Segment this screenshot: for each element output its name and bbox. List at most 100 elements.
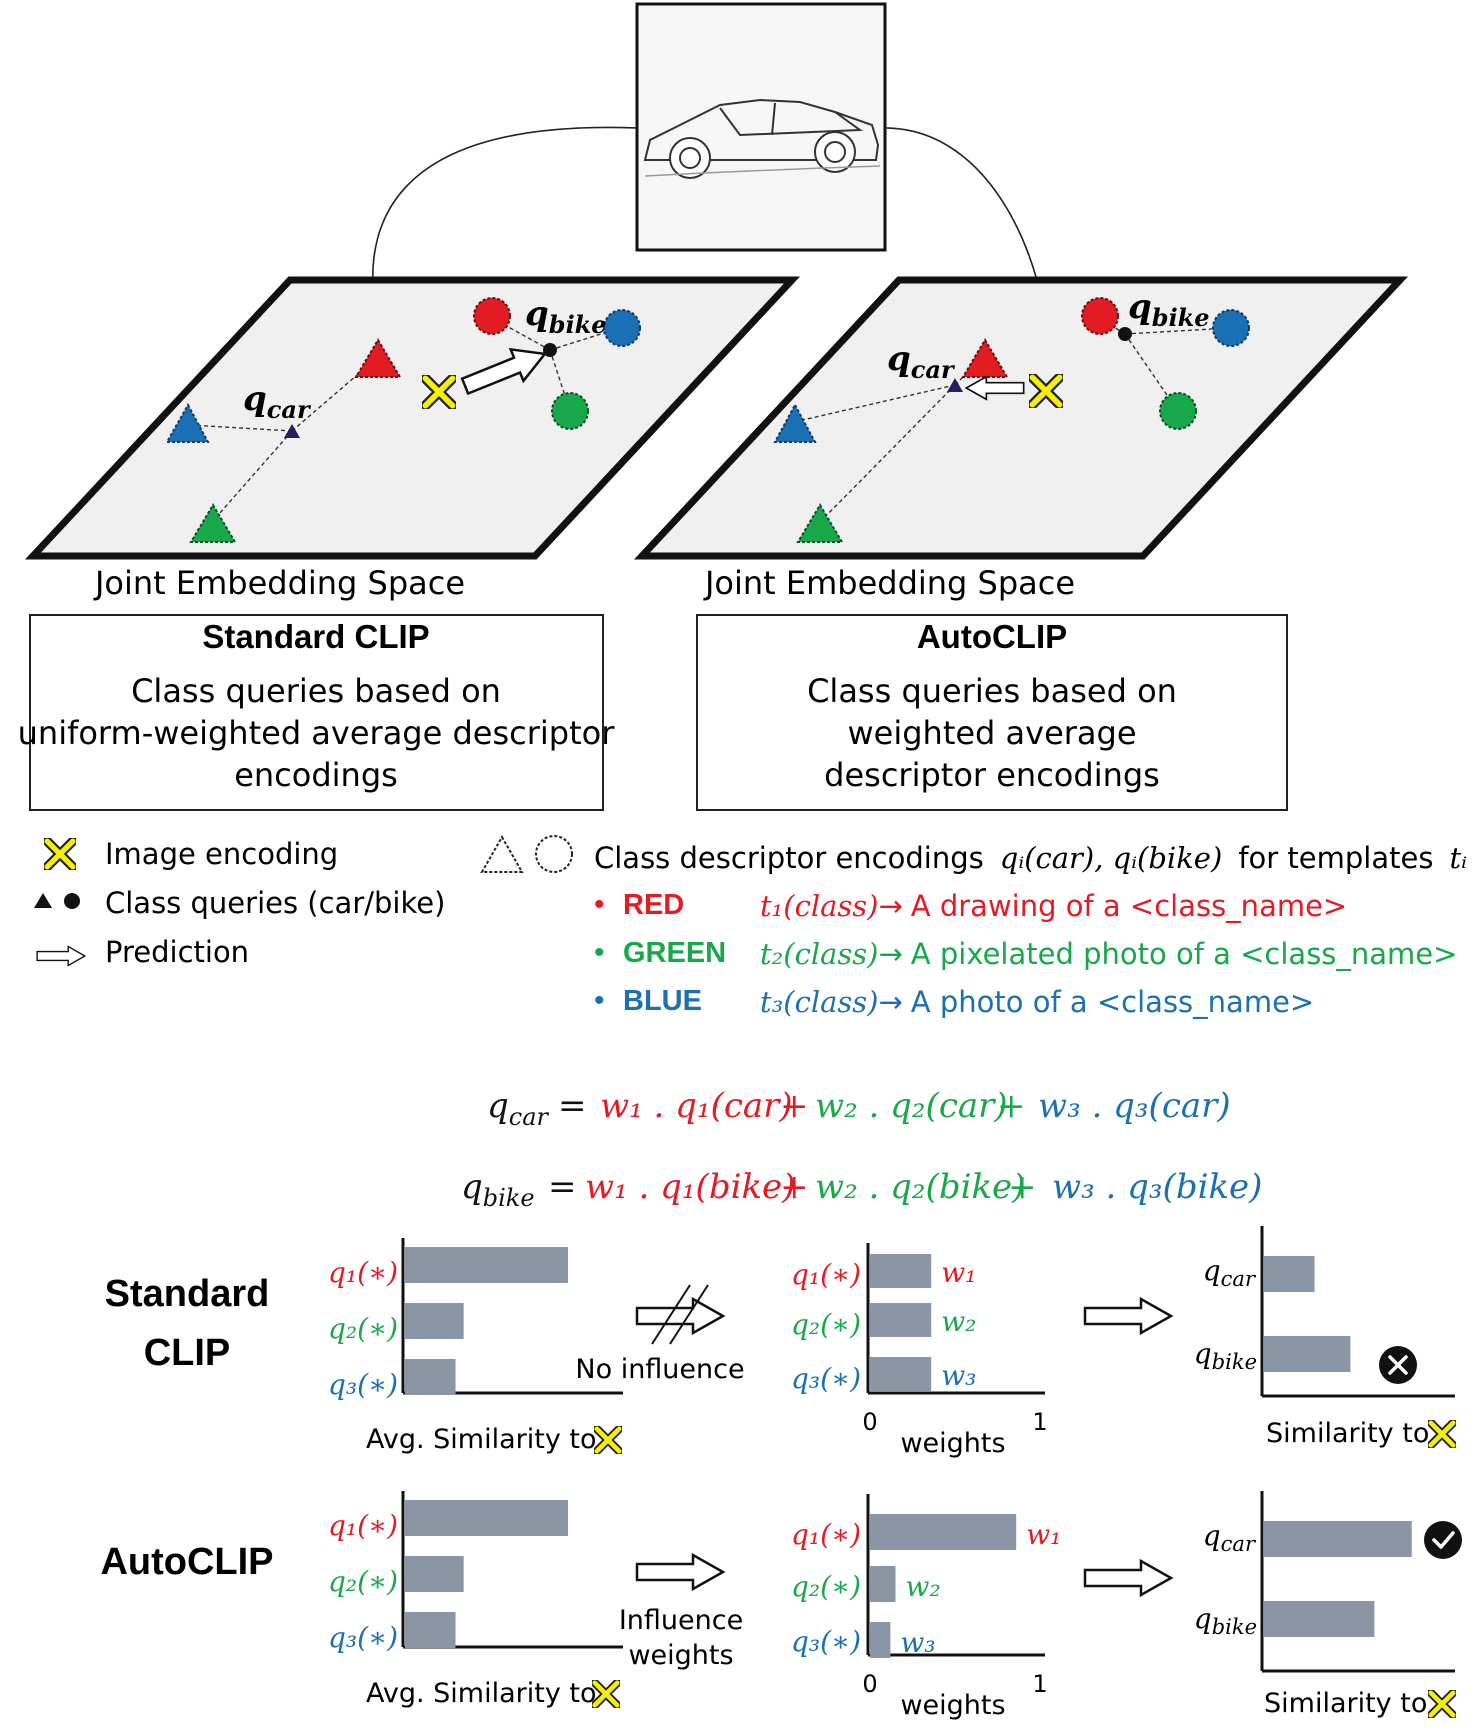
- svg-text:Influence: Influence: [619, 1605, 743, 1636]
- svg-text:uniform-weighted average descr: uniform-weighted average descriptor: [18, 714, 616, 752]
- legend-prediction: Prediction: [105, 935, 249, 969]
- descriptor-triangle-icon: [480, 834, 524, 873]
- circle-green: [1159, 392, 1197, 430]
- legend-class-queries: Class queries (car/bike): [105, 886, 445, 920]
- svg-text:weights: weights: [900, 1428, 1005, 1459]
- svg-text:w₃ . q₃(bike): w₃ . q₃(bike): [1052, 1167, 1262, 1207]
- svg-text:Standard CLIP: Standard CLIP: [202, 618, 429, 655]
- svg-text:RED: RED: [623, 889, 684, 921]
- car-sketch-icon: [643, 98, 881, 179]
- chart-bar: [870, 1357, 932, 1391]
- svg-text:qbike: qbike: [1194, 1602, 1257, 1639]
- svg-text:qbike: qbike: [461, 1167, 535, 1212]
- svg-text:t₂(class)→A pixelated photo of: t₂(class)→A pixelated photo of a <class_…: [760, 937, 1457, 971]
- svg-text:+: +: [780, 1086, 809, 1126]
- chart-bar: [1264, 1521, 1412, 1557]
- triangle-red: [354, 338, 402, 378]
- svg-text:w₂: w₂: [906, 1570, 941, 1603]
- circle-red: [473, 297, 511, 335]
- svg-text:Class descriptor encodings: Class descriptor encodings qᵢ(car), qᵢ(b…: [594, 841, 1475, 875]
- chart-bar: [1264, 1601, 1375, 1637]
- chart-bar: [405, 1500, 568, 1536]
- template-red: • RED t₁(class)→A drawing of a <class_na…: [594, 888, 1347, 923]
- svg-text:q₃(∗): q₃(∗): [328, 1621, 398, 1654]
- circle-blue: [603, 309, 641, 347]
- no-influence-arrow: No influence: [575, 1284, 745, 1385]
- image-encoding-icon: [595, 1683, 617, 1705]
- image-encoding-icon: [1431, 1693, 1453, 1715]
- auto-similarity-chart: qcar qbike Similarity to: [1194, 1491, 1462, 1719]
- chart-bar: [870, 1566, 896, 1602]
- svg-text:=: =: [558, 1086, 587, 1126]
- prediction-arrow-icon: [36, 945, 86, 967]
- chart-bar: [1264, 1336, 1351, 1372]
- input-image: [635, 2, 887, 252]
- triangle-blue: [773, 402, 817, 443]
- svg-text:q₃(∗): q₃(∗): [791, 1625, 861, 1658]
- svg-text:q₂(∗): q₂(∗): [328, 1312, 398, 1345]
- svg-text:qbike: qbike: [525, 294, 607, 339]
- svg-text:BLUE: BLUE: [623, 985, 702, 1017]
- chart-bar: [405, 1612, 456, 1648]
- chart-bar: [870, 1303, 932, 1337]
- triangle-green: [189, 503, 237, 543]
- chart-bar: [1264, 1256, 1315, 1292]
- auto-weights-chart: q₁(∗) q₂(∗) q₃(∗) w₁ w₂ w₃ 0 1 weights: [791, 1494, 1061, 1721]
- svg-text:w₂: w₂: [941, 1305, 976, 1338]
- chart-bar: [405, 1247, 568, 1283]
- svg-text:•: •: [594, 984, 605, 1017]
- circle-red: [1081, 297, 1119, 335]
- row-label-standard-2: CLIP: [144, 1332, 231, 1374]
- svg-text:Class queries based on: Class queries based on: [807, 672, 1177, 710]
- legend-image-encoding: Image encoding: [105, 837, 338, 871]
- std-similarity-chart: qcar qbike Similarity to: [1194, 1226, 1455, 1449]
- svg-text:t₃(class)→A photo of a <class_: t₃(class)→A photo of a <class_name>: [760, 985, 1314, 1019]
- svg-text:q₁(∗): q₁(∗): [791, 1518, 861, 1551]
- chart-bar: [405, 1303, 464, 1339]
- svg-text:1: 1: [1032, 1408, 1047, 1436]
- right-plane-label: Joint Embedding Space: [703, 564, 1075, 602]
- svg-text:q₁(∗): q₁(∗): [328, 1256, 398, 1289]
- svg-text:1: 1: [1032, 1670, 1047, 1698]
- left-plane-label: Joint Embedding Space: [93, 564, 465, 602]
- legend: Image encoding Class queries (car/bike) …: [34, 834, 1475, 1019]
- chart-bar: [405, 1556, 464, 1592]
- svg-text:w₃ . q₃(car): w₃ . q₃(car): [1038, 1086, 1231, 1126]
- svg-text:0: 0: [862, 1670, 877, 1698]
- svg-text:Class queries based on: Class queries based on: [131, 672, 501, 710]
- image-encoding-icon: [47, 841, 73, 867]
- q-bike-point: [1118, 327, 1132, 341]
- circle-blue: [1212, 309, 1250, 347]
- svg-text:t₁(class)→A drawing of a <clas: t₁(class)→A drawing of a <class_name>: [760, 889, 1347, 923]
- svg-text:encodings: encodings: [234, 756, 398, 794]
- svg-text:GREEN: GREEN: [623, 937, 726, 969]
- q-car-point: [947, 378, 963, 392]
- template-blue: • BLUE t₃(class)→A photo of a <class_nam…: [594, 984, 1314, 1019]
- q-car-point: [284, 424, 300, 438]
- svg-text:Similarity to: Similarity to: [1264, 1688, 1427, 1719]
- svg-text:qcar: qcar: [243, 379, 312, 424]
- template-green: • GREEN t₂(class)→A pixelated photo of a…: [594, 936, 1457, 971]
- class-query-triangle-icon: [34, 893, 52, 908]
- image-encoding-icon: [1431, 1423, 1453, 1445]
- autoclip-box: AutoCLIP Class queries based on weighted…: [696, 614, 1288, 811]
- svg-text:q₂(∗): q₂(∗): [791, 1570, 861, 1603]
- svg-text:q₁(∗): q₁(∗): [328, 1509, 398, 1542]
- chart-bar: [870, 1254, 932, 1288]
- svg-text:q₁(∗): q₁(∗): [791, 1258, 861, 1291]
- left-embedding-plane: qcar qbike: [24, 276, 801, 560]
- right-embedding-plane: qcar qbike: [633, 276, 1409, 560]
- influence-arrow: Influence weights: [619, 1553, 743, 1671]
- svg-text:w₁ . q₁(bike): w₁ . q₁(bike): [585, 1167, 795, 1207]
- svg-text:weights: weights: [900, 1690, 1005, 1721]
- svg-text:Avg. Similarity to: Avg. Similarity to: [366, 1424, 597, 1455]
- circle-green: [551, 392, 589, 430]
- wrong-icon: [1379, 1346, 1417, 1384]
- chart-bar: [870, 1622, 891, 1658]
- svg-text:qbike: qbike: [1194, 1337, 1257, 1374]
- chart-bar: [405, 1359, 456, 1395]
- svg-text:w₁: w₁: [941, 1256, 976, 1289]
- svg-text:0: 0: [862, 1408, 877, 1436]
- equation-q-bike: qbike = w₁ . q₁(bike) + w₂ . q₂(bike) + …: [461, 1167, 1262, 1212]
- svg-text:=: =: [548, 1167, 577, 1207]
